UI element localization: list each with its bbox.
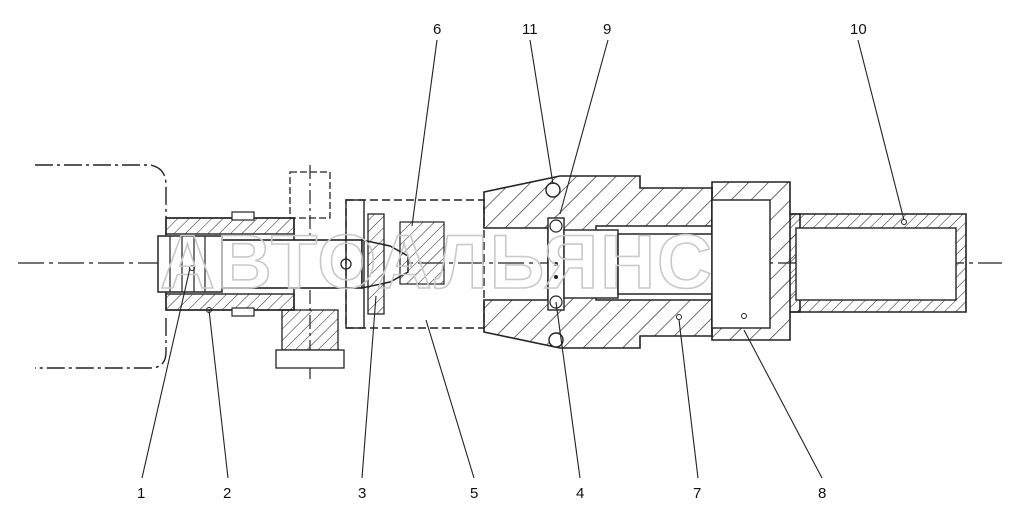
- o-ring-lower: [548, 332, 564, 348]
- leader-8: [743, 329, 823, 479]
- callout-3: 3: [358, 485, 366, 502]
- leader-7: [678, 319, 699, 479]
- callout-8: 8: [818, 485, 826, 502]
- lock-nut: [711, 181, 801, 341]
- valve-piston: [221, 239, 409, 289]
- callout-4: 4: [576, 485, 584, 502]
- left-mount-outline: [35, 164, 167, 369]
- leader-11: [529, 39, 554, 185]
- o-ring: [545, 182, 561, 198]
- protective-cap: [789, 213, 967, 313]
- callout-5: 5: [470, 485, 478, 502]
- watermark: АВТОАЛЬЯНС: [160, 220, 714, 305]
- leader-1: [141, 267, 191, 479]
- callout-1: 1: [137, 485, 145, 502]
- middle-housing: [345, 199, 485, 329]
- leader-4: [555, 301, 581, 479]
- callout-labels: 1 2 3 5 4 7 8 6 11 9 10: [137, 21, 867, 502]
- leader-6: [411, 39, 438, 227]
- callout-2: 2: [223, 485, 231, 502]
- leader-lines: [141, 39, 905, 479]
- leader-2: [208, 309, 229, 479]
- callout-9: 9: [603, 21, 611, 38]
- bracket-mount: [275, 165, 345, 380]
- callout-7: 7: [693, 485, 701, 502]
- left-body: [165, 211, 295, 317]
- callout-11: 11: [522, 21, 538, 38]
- callout-10: 10: [850, 21, 867, 38]
- callout-6: 6: [433, 21, 441, 38]
- leader-3: [361, 295, 377, 479]
- leader-5: [425, 319, 475, 479]
- leader-10: [857, 39, 905, 221]
- leader-9: [559, 39, 609, 215]
